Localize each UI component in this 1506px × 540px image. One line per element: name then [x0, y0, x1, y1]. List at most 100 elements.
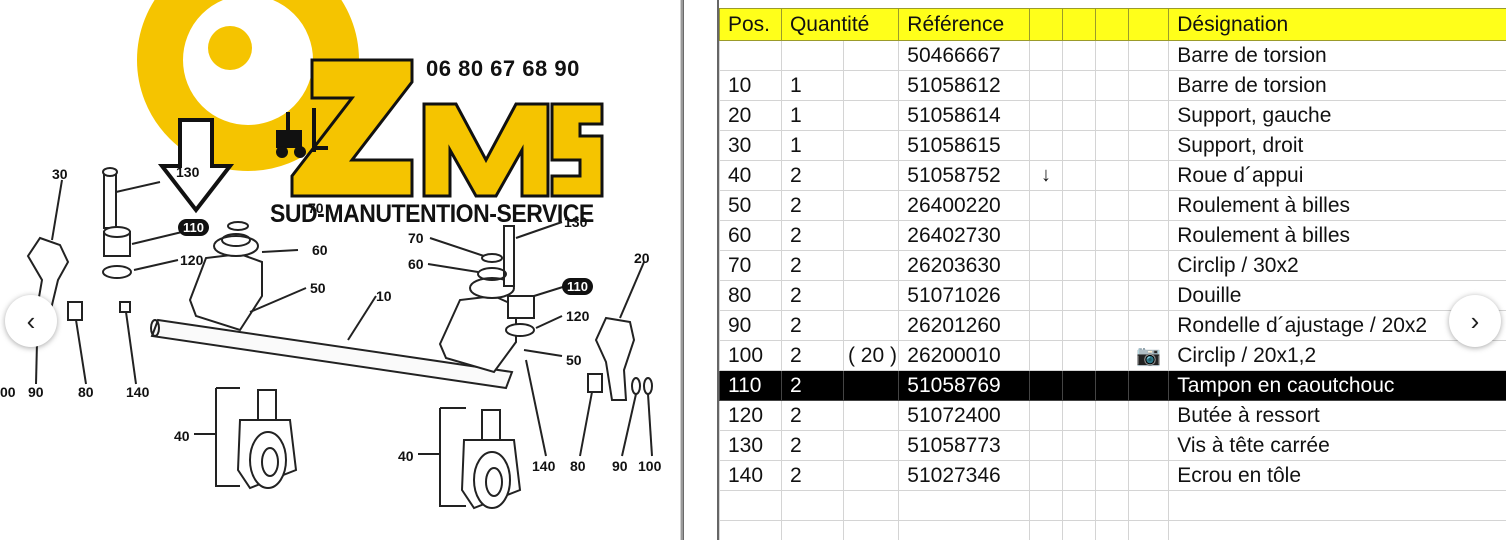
- cell-empty-b: [1062, 130, 1097, 161]
- header-designation[interactable]: Désignation: [1168, 8, 1506, 41]
- cell-empty-b: [1062, 100, 1097, 131]
- header-col-b[interactable]: [1062, 8, 1097, 41]
- callout-130-right: 130: [564, 214, 588, 230]
- table-row[interactable]: [719, 520, 1506, 540]
- cell-reference: [898, 520, 1030, 540]
- diagram-drawing: [26, 0, 653, 510]
- cell-pos: 110: [719, 370, 782, 401]
- cell-reference: 51058614: [898, 100, 1030, 131]
- pane-splitter[interactable]: [680, 0, 684, 540]
- next-image-button[interactable]: ›: [1449, 295, 1501, 347]
- cell-reference: 51058773: [898, 430, 1030, 461]
- cell-empty-b: [1062, 280, 1097, 311]
- header-reference[interactable]: Référence: [898, 8, 1030, 41]
- cell-designation: Butée à ressort: [1168, 400, 1506, 431]
- cell-quantity: 2: [780, 250, 844, 281]
- callout-90-right: 90: [612, 458, 628, 474]
- header-col-d[interactable]: [1128, 8, 1170, 41]
- cell-reference: 26201260: [898, 310, 1030, 341]
- cell-empty-c: [1095, 460, 1130, 491]
- cell-empty-c: [1095, 100, 1130, 131]
- cell-quantity-sub: [842, 160, 900, 191]
- callout-100-right: 100: [638, 458, 662, 474]
- cell-quantity: 2: [780, 310, 844, 341]
- cell-reference: 51027346: [898, 460, 1030, 491]
- cell-pos: 70: [719, 250, 782, 281]
- cell-quantity-sub: [842, 40, 900, 71]
- callout-110-right: 110: [562, 278, 593, 295]
- cell-flag: [1028, 460, 1064, 491]
- cell-flag: [1028, 40, 1064, 71]
- cell-quantity-sub: [842, 400, 900, 431]
- cell-quantity: 2: [780, 460, 844, 491]
- cell-icon: [1128, 400, 1170, 431]
- cell-quantity-sub: [842, 520, 900, 540]
- cell-icon: [1128, 160, 1170, 191]
- cell-empty-c: [1095, 250, 1130, 281]
- cell-pos: 100: [719, 340, 782, 371]
- cell-flag: [1028, 250, 1064, 281]
- cell-reference: 51072400: [898, 400, 1030, 431]
- cell-quantity: 2: [780, 430, 844, 461]
- cell-empty-b: [1062, 220, 1097, 251]
- cell-flag: [1028, 70, 1064, 101]
- callout-10: 10: [376, 288, 392, 304]
- header-pos[interactable]: Pos.: [719, 8, 782, 41]
- callout-70-right: 70: [408, 230, 424, 246]
- chevron-left-icon: ‹: [26, 305, 36, 336]
- cell-pos: 90: [719, 310, 782, 341]
- cell-quantity: 1: [780, 130, 844, 161]
- header-col-a[interactable]: [1028, 8, 1064, 41]
- cell-reference: 51058612: [898, 70, 1030, 101]
- gutter-line: [717, 0, 719, 540]
- callout-90-left: 90: [28, 384, 44, 400]
- callout-80-left: 80: [78, 384, 94, 400]
- header-col-c[interactable]: [1095, 8, 1130, 41]
- cell-empty-c: [1095, 310, 1130, 341]
- cell-empty-b: [1062, 250, 1097, 281]
- header-quantity[interactable]: Quantité: [780, 8, 900, 41]
- cell-empty-b: [1062, 370, 1097, 401]
- cell-empty-c: [1095, 160, 1130, 191]
- callout-20: 20: [634, 250, 650, 266]
- cell-empty-c: [1095, 370, 1130, 401]
- callout-110: 110: [178, 219, 209, 236]
- parts-table: Pos. Quantité Référence Désignation 5046…: [719, 8, 1506, 540]
- prev-image-button[interactable]: ‹: [5, 295, 57, 347]
- cell-designation: Circlip / 20x1,2: [1168, 340, 1506, 371]
- cell-quantity: [780, 40, 844, 71]
- cell-quantity: 1: [780, 70, 844, 101]
- cell-pos: 30: [719, 130, 782, 161]
- cell-designation: Support, gauche: [1168, 100, 1506, 131]
- cell-pos: [719, 40, 782, 71]
- cell-pos: 120: [719, 400, 782, 431]
- callout-50: 50: [310, 280, 326, 296]
- cell-empty-c: [1095, 490, 1130, 521]
- cell-empty-b: [1062, 310, 1097, 341]
- cell-empty-b: [1062, 490, 1097, 521]
- cell-reference: [898, 490, 1030, 521]
- cell-reference: 51058752: [898, 160, 1030, 191]
- logo-phone: 06 80 67 68 90: [426, 56, 580, 81]
- cell-quantity: [780, 490, 844, 521]
- table-row[interactable]: [719, 490, 1506, 521]
- cell-empty-c: [1095, 130, 1130, 161]
- cell-quantity-sub: [842, 370, 900, 401]
- callout-40-left: 40: [174, 428, 190, 444]
